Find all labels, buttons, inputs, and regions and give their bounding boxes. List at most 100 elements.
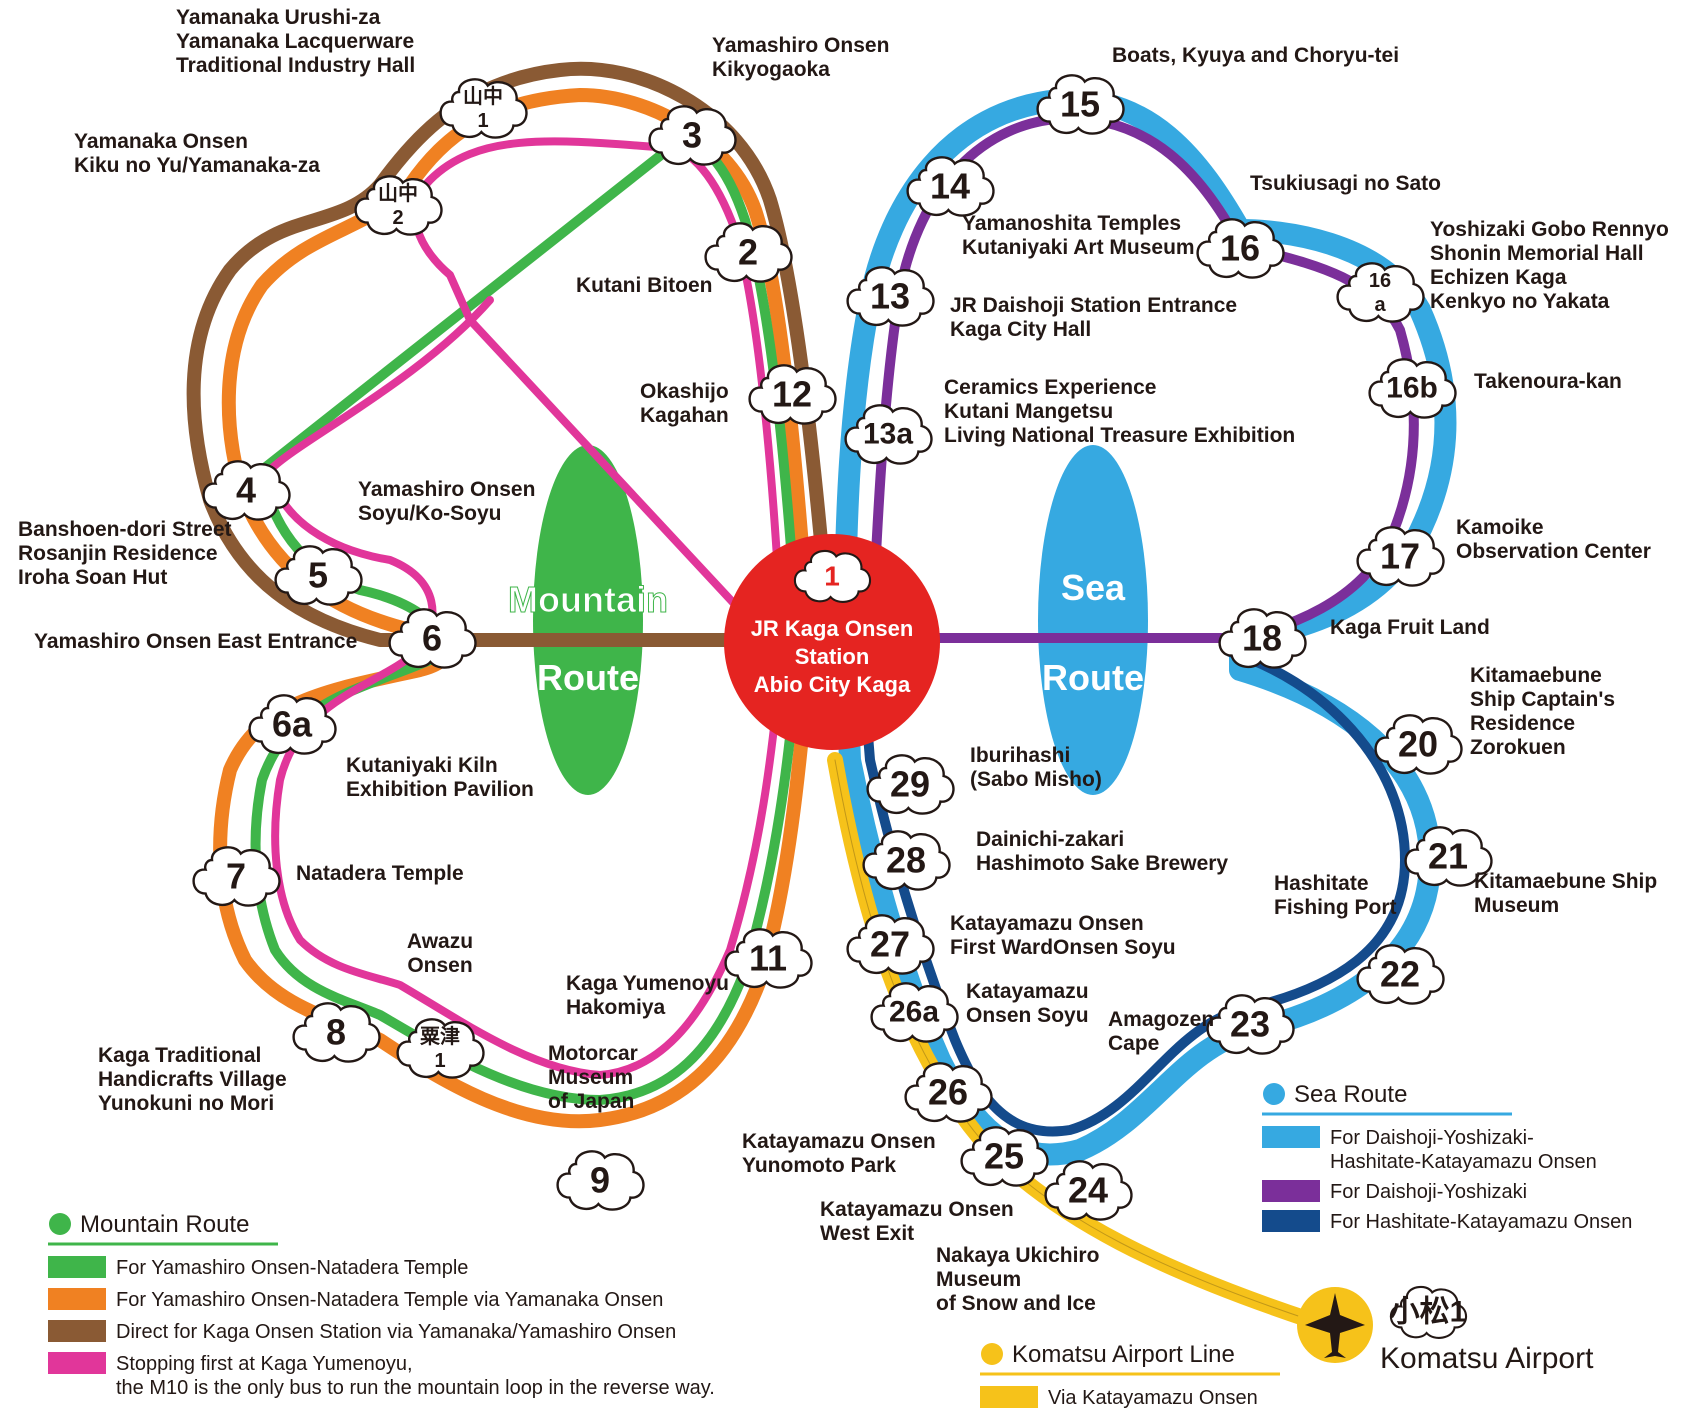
stop-s9[interactable]: 9 [556,1150,645,1211]
stop-number-s6: 6 [422,618,442,659]
stop-label-s14: Yamanoshita Temples [962,212,1181,235]
stop-number-s2: 2 [738,232,758,273]
mountain-route-oval [533,445,643,795]
stop-number-y1: 1 [477,110,488,132]
stop-s13a[interactable]: 13a [844,404,933,465]
stop-label-s8: Handicrafts Village [98,1068,287,1091]
stop-number-s16a: a [1374,294,1386,316]
stop-number-s15: 15 [1060,84,1100,125]
stop-s6[interactable]: 6 [388,608,477,669]
stop-label-s13a: Living National Treasure Exhibition [944,424,1295,447]
stop-s20[interactable]: 20 [1374,714,1463,775]
stop-number-s21: 21 [1428,836,1468,877]
stop-label-s17: Observation Center [1456,540,1651,563]
stop-label-s16a: Yoshizaki Gobo Rennyo [1430,218,1669,241]
stop-label-s13a: Ceramics Experience [944,376,1156,399]
stop-s2[interactable]: 2 [704,222,793,283]
stop-s27[interactable]: 27 [846,914,935,975]
stop-label-s21: Museum [1474,894,1559,917]
legend_sea-swatch [1262,1180,1320,1202]
stop-number-s27: 27 [870,924,910,965]
stop-label-s20: Residence [1470,712,1575,735]
legend_mountain-swatch [48,1352,106,1374]
stop-s13[interactable]: 13 [846,266,935,327]
stop-label-s26a: Onsen Soyu [966,1004,1089,1027]
stop-s26[interactable]: 26 [904,1062,993,1123]
stop-number-s29: 29 [890,764,930,805]
stop-komatsu[interactable]: 小松1 [1389,1285,1468,1340]
stop-s15[interactable]: 15 [1036,74,1125,135]
stop-s5[interactable]: 5 [274,545,363,606]
stop-s7[interactable]: 7 [192,846,281,907]
legend_sea-title-dot [1263,1083,1285,1105]
stop-number-s17: 17 [1380,536,1420,577]
stop-label-s25: Katayamazu Onsen [820,1198,1014,1221]
stop-label-s6a: Kutaniyaki Kiln [346,754,498,777]
stop-a1[interactable]: 粟津1 [396,1018,485,1079]
stop-label-s11: Hakomiya [566,996,666,1019]
stop-s26a[interactable]: 26a [870,982,959,1043]
legend_sea-item: For Daishoji-Yoshizaki [1330,1181,1527,1203]
stop-label-s6: Yamashiro Onsen East Entrance [34,630,357,653]
stop-label-s20: Ship Captain's [1470,688,1615,711]
center-station[interactable]: 1 JR Kaga Onsen Station Abio City Kaga [724,534,940,750]
stop-number-a1: 粟津 [420,1025,460,1048]
stop-number-s25: 25 [984,1136,1024,1177]
stop-label-s16a: Kenkyo no Yakata [1430,290,1610,313]
light-blue-line [834,88,1457,1166]
stop-label-s9: Motorcar [548,1042,638,1065]
legend_mountain-item: For Yamashiro Onsen-Natadera Temple via … [116,1289,663,1311]
stop-s25[interactable]: 25 [960,1126,1049,1187]
stop-s16[interactable]: 16 [1196,218,1285,279]
stop-label-s22: Fishing Port [1274,896,1397,919]
stop-label-s20: Zorokuen [1470,736,1566,759]
stop-s14[interactable]: 14 [906,156,995,217]
stop-y1[interactable]: 山中1 [439,78,528,139]
stop-s11[interactable]: 11 [724,928,813,989]
stop-s23[interactable]: 23 [1206,994,1295,1055]
stop-number-s16b: 16b [1386,372,1438,405]
stop-number-s9: 9 [590,1160,610,1201]
stop-label-y1: Yamanaka Lacquerware [176,30,414,53]
stop-label-s16a: Echizen Kaga [1430,266,1567,289]
legend_sea-swatch [1262,1126,1320,1148]
stop-s18[interactable]: 18 [1218,608,1307,669]
stop-s4[interactable]: 4 [202,460,291,521]
stop-label-s28: Hashimoto Sake Brewery [976,852,1228,875]
stop-s8[interactable]: 8 [292,1002,381,1063]
stop-s6a[interactable]: 6a [248,694,337,755]
stop-y2[interactable]: 山中2 [354,175,443,236]
legend_mountain-title-dot [49,1213,71,1235]
stop-label-s29: Iburihashi [970,744,1070,767]
stop-s22[interactable]: 22 [1356,944,1445,1005]
stop-s29[interactable]: 29 [866,754,955,815]
stop-label-s23: Cape [1108,1032,1159,1055]
stop-label-y1: Yamanaka Urushi-za [176,6,381,29]
stop-number-s11: 11 [749,938,787,979]
legend_mountain-item: For Yamashiro Onsen-Natadera Temple [116,1257,468,1279]
stop-label-s29: (Sabo Misho) [970,768,1102,791]
center-station-line1: JR Kaga Onsen [751,616,914,641]
stop-s12[interactable]: 12 [748,364,837,425]
stop-s24[interactable]: 24 [1044,1160,1133,1221]
stop-label-s13a: Kutani Mangetsu [944,400,1113,423]
stop-label-s3: Yamashiro Onsen [712,34,889,57]
legend_mountain-swatch [48,1256,106,1278]
stop-label-s26: Katayamazu Onsen [742,1130,936,1153]
mountain-route-title-1: Mountain [508,579,668,620]
center-station-number: 1 [824,561,840,592]
stop-s16a[interactable]: 16a [1336,262,1425,323]
stop-s17[interactable]: 17 [1356,526,1445,587]
stop-s28[interactable]: 28 [862,830,951,891]
stop-s21[interactable]: 21 [1404,826,1493,887]
stop-label-s7: Natadera Temple [296,862,464,885]
stop-s16b[interactable]: 16b [1368,358,1457,419]
stop-label-s14: Kutaniyaki Art Museum [962,236,1195,259]
stop-number-s24: 24 [1068,1170,1108,1211]
stop-s3[interactable]: 3 [648,105,737,166]
stop-label-y1: Traditional Industry Hall [176,54,415,77]
